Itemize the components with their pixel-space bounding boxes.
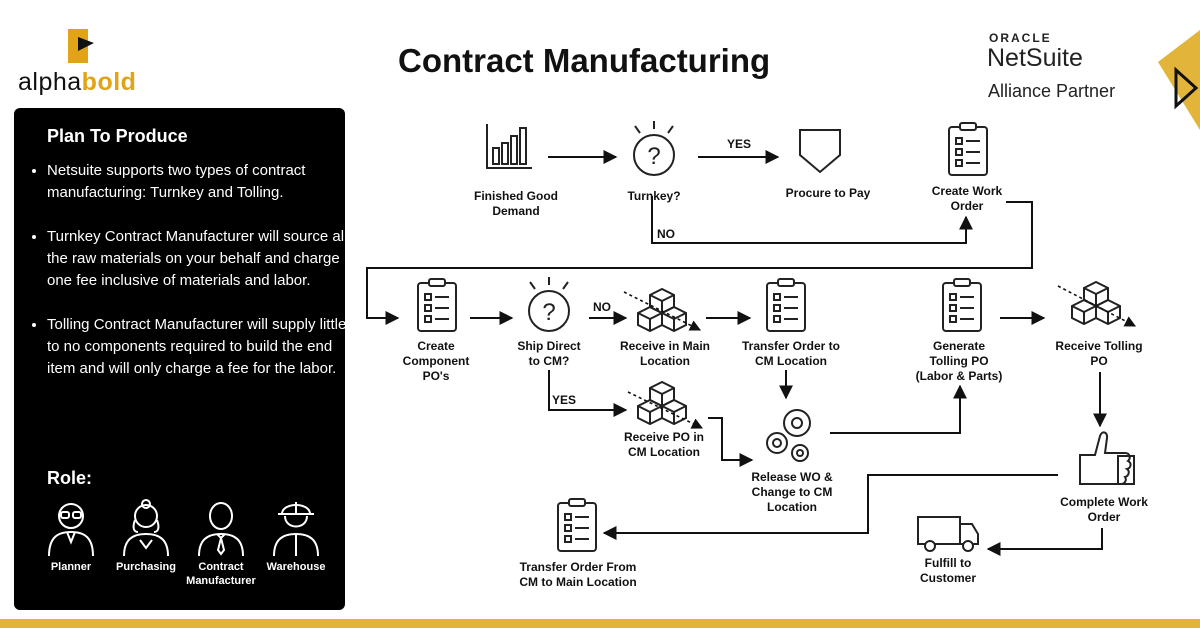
alliance-partner-label: Alliance Partner bbox=[988, 81, 1116, 101]
procure-shape-icon bbox=[799, 129, 841, 174]
dashed-arrows bbox=[623, 285, 1136, 429]
node-fulfill-to-customer: Fulfill to Customer bbox=[919, 556, 976, 585]
bullet-item: Tolling Contract Manufacturer will suppl… bbox=[47, 314, 352, 380]
yes-label: YES bbox=[552, 393, 577, 407]
bottom-accent-bar bbox=[0, 619, 1200, 628]
node-receive-main: Receive in Main Location bbox=[619, 339, 711, 368]
clipboard-icon bbox=[557, 498, 597, 552]
connectors bbox=[366, 150, 1107, 556]
role-label: Purchasing bbox=[116, 561, 176, 573]
role-label: Warehouse bbox=[266, 561, 326, 573]
node-transfer-to-cm: Transfer Order to CM Location bbox=[741, 339, 841, 368]
page-title: Contract Manufacturing bbox=[398, 42, 771, 79]
purchasing-icon bbox=[123, 499, 169, 557]
node-release-wo: Release WO & Change to CM Location bbox=[751, 470, 833, 514]
no-label: NO bbox=[593, 300, 611, 314]
bullet-item: Turnkey Contract Manufacturer will sourc… bbox=[47, 226, 352, 292]
role-purchasing: Purchasing bbox=[101, 498, 191, 574]
panel-title: Plan To Produce bbox=[47, 126, 188, 146]
node-create-work-order: Create Work Order bbox=[931, 184, 1003, 213]
bullet-list: Netsuite supports two types of contract … bbox=[30, 160, 352, 402]
node-transfer-from-cm: Transfer Order From CM to Main Location bbox=[519, 560, 637, 589]
role-planner: Planner bbox=[26, 498, 116, 574]
role-title: Role: bbox=[47, 468, 92, 488]
contract-manufacturer-icon bbox=[198, 502, 244, 557]
node-ship-direct: Ship Direct to CM? bbox=[517, 339, 581, 368]
role-label: Contract Manufacturer bbox=[186, 561, 256, 587]
node-finished-good-demand: Finished Good Demand bbox=[474, 189, 558, 218]
question-mark-glyph: ? bbox=[647, 143, 660, 170]
node-turnkey: Turnkey? bbox=[627, 189, 681, 203]
netsuite-label: NetSuite bbox=[987, 44, 1083, 72]
node-receive-tolling-po: Receive Tolling PO bbox=[1055, 339, 1143, 368]
boxes-icon bbox=[637, 288, 687, 332]
node-procure-to-pay: Procure to Pay bbox=[785, 186, 871, 200]
oracle-label: ORACLE bbox=[989, 31, 1052, 45]
clipboard-icon bbox=[417, 278, 457, 332]
role-label: Planner bbox=[50, 561, 92, 573]
clipboard-icon bbox=[766, 278, 806, 332]
role-contract-manufacturer: Contract Manufacturer bbox=[176, 498, 266, 588]
yes-label: YES bbox=[727, 137, 752, 151]
alphabold-logo-icon bbox=[68, 29, 94, 63]
bar-chart-icon bbox=[486, 124, 532, 169]
clipboard-icon bbox=[942, 278, 982, 332]
bullet-item: Netsuite supports two types of contract … bbox=[47, 160, 352, 204]
node-receive-po-cm: Receive PO in CM Location bbox=[623, 430, 705, 459]
warehouse-worker-icon bbox=[273, 502, 319, 557]
gears-icon bbox=[766, 409, 811, 462]
question-mark-glyph: ? bbox=[542, 299, 555, 326]
thumbs-up-icon bbox=[1079, 431, 1135, 485]
role-warehouse: Warehouse bbox=[251, 498, 341, 574]
clipboard-icon bbox=[948, 122, 988, 176]
boxes-icon bbox=[1071, 281, 1121, 325]
no-label: NO bbox=[657, 227, 675, 241]
boxes-icon bbox=[637, 381, 687, 425]
truck-icon bbox=[917, 516, 979, 552]
logo-wordmark: alphabold bbox=[18, 68, 137, 96]
node-create-component-pos: Create Component PO's bbox=[402, 339, 470, 383]
plan-to-produce-panel: Plan To Produce Netsuite supports two ty… bbox=[14, 108, 347, 610]
planner-icon bbox=[48, 503, 94, 557]
corner-arrow-icon bbox=[1158, 30, 1200, 130]
node-complete-work-order: Complete Work Order bbox=[1060, 495, 1148, 524]
node-generate-tolling-po: Generate Tolling PO (Labor & Parts) bbox=[915, 339, 1003, 383]
